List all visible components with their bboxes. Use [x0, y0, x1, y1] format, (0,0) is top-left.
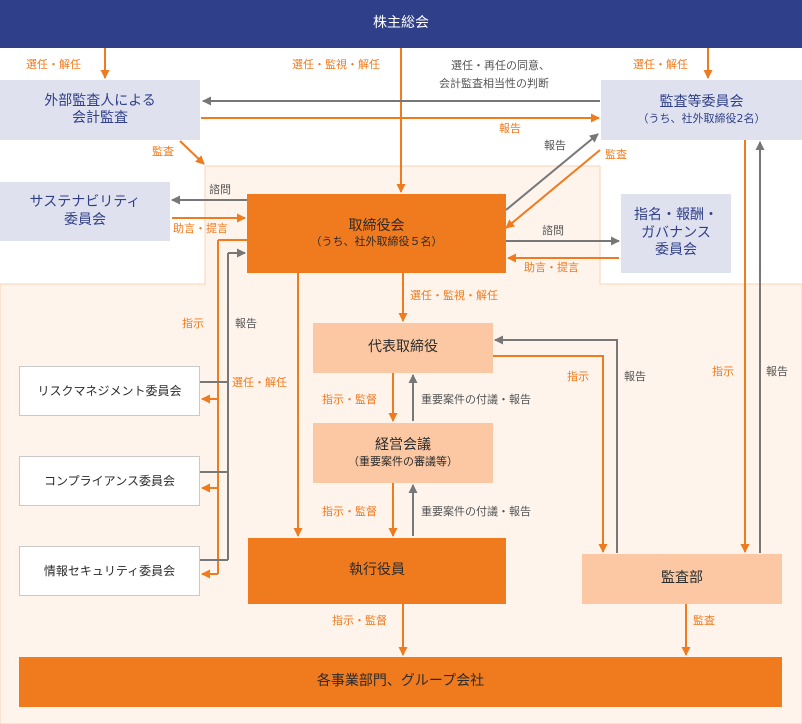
external-auditor-label-1: 外部監査人による [44, 92, 156, 109]
executive-officers-box: 執行役員 [248, 538, 506, 604]
label-instruct-ac: 指示 [712, 365, 734, 378]
label-instruct-supervise-units: 指示・監督 [332, 614, 387, 627]
label-audit-ac-to-board: 監査 [605, 148, 627, 161]
shareholders-meeting-label: 株主総会 [373, 15, 429, 32]
risk-management-committee-label: リスクマネジメント委員会 [37, 383, 182, 398]
arrow-audit-dept-report-ceo [494, 335, 618, 553]
label-instruct-supervise-2: 指示・監督 [322, 505, 377, 518]
compliance-committee-box: コンプライアンス委員会 [19, 456, 200, 506]
label-consent-2: 会計監査相当性の判断 [439, 77, 549, 90]
sustainability-label-1: サステナビリティ [29, 194, 141, 210]
label-advise-nomination: 助言・提言 [524, 261, 579, 274]
label-audit-external: 監査 [152, 145, 174, 158]
label-agenda-report-2: 重要案件の付議・報告 [421, 505, 531, 518]
label-report-committees: 報告 [235, 317, 257, 330]
executive-officers-label: 執行役員 [349, 562, 405, 579]
label-report-to-ac: 報告 [499, 122, 521, 135]
arrow-board-report-to-ac [505, 133, 599, 211]
shareholders-meeting-box: 株主総会 [0, 0, 802, 48]
label-audit-units: 監査 [693, 614, 715, 627]
label-consent-1: 選任・再任の同意、 [451, 59, 550, 72]
nomination-label-2: ガバナンス [641, 224, 711, 241]
representative-director-box: 代表取締役 [313, 323, 493, 373]
audit-department-box: 監査部 [582, 554, 782, 604]
label-instruct-audit-dept: 指示 [567, 370, 589, 383]
label-instruct-supervise-1: 指示・監督 [322, 393, 377, 406]
infosec-committee-box: 情報セキュリティ委員会 [19, 546, 200, 596]
label-instruct-committees: 指示 [182, 317, 204, 330]
board-label-2: （うち、社外取締役５名） [310, 235, 443, 249]
arrow-external-audit [179, 140, 205, 165]
audit-department-label: 監査部 [661, 570, 703, 587]
infosec-committee-label: 情報セキュリティ委員会 [43, 563, 176, 578]
nomination-committee-box: 指名・報酬・ ガバナンス 委員会 [621, 194, 731, 273]
label-agenda-report-1: 重要案件の付議・報告 [421, 393, 531, 406]
representative-director-label: 代表取締役 [368, 339, 438, 356]
board-of-directors-box: 取締役会 （うち、社外取締役５名） [247, 194, 506, 273]
business-units-label: 各事業部門、グループ会社 [316, 673, 485, 690]
nomination-label-3: 委員会 [655, 242, 697, 259]
arrow-ac-audit-board [505, 149, 601, 229]
label-elect-dismiss-committees: 選任・解任 [232, 376, 287, 389]
board-label-1: 取締役会 [348, 217, 405, 234]
label-report-ac: 報告 [766, 365, 788, 378]
risk-management-committee-box: リスクマネジメント委員会 [19, 366, 200, 416]
nomination-label-1: 指名・報酬・ [634, 207, 718, 224]
label-elect-dismiss-right: 選任・解任 [633, 58, 688, 71]
external-auditor-label-2: 会計監査 [72, 110, 128, 126]
label-elect-supervise-dismiss-ceo: 選任・監視・解任 [410, 289, 498, 302]
management-meeting-label-2: （重要案件の審議等） [348, 454, 458, 468]
label-consult-sustainability: 諮問 [209, 183, 231, 196]
label-advise-sustainability: 助言・提言 [173, 222, 228, 235]
label-elect-supervise-dismiss-center: 選任・監視・解任 [292, 58, 380, 71]
audit-committee-box: 監査等委員会 （うち、社外取締役2名） [601, 80, 802, 140]
audit-committee-label-2: （うち、社外取締役2名） [637, 111, 766, 125]
business-units-box: 各事業部門、グループ会社 [19, 657, 782, 707]
sustainability-committee-box: サステナビリティ 委員会 [0, 182, 170, 241]
external-auditor-box: 外部監査人による 会計監査 [0, 80, 200, 140]
audit-committee-label-1: 監査等委員会 [659, 94, 744, 111]
label-elect-dismiss-left: 選任・解任 [26, 58, 81, 71]
sustainability-label-2: 委員会 [64, 211, 106, 228]
compliance-committee-label: コンプライアンス委員会 [44, 473, 175, 488]
management-meeting-label-1: 経営会議 [375, 437, 431, 454]
label-report-audit-dept: 報告 [624, 370, 646, 383]
arrow-ceo-instruct-audit-dept [493, 355, 608, 553]
management-meeting-box: 経営会議 （重要案件の審議等） [313, 423, 493, 483]
label-consult-nomination: 諮問 [542, 224, 564, 237]
label-report-board-to-ac: 報告 [544, 139, 566, 152]
